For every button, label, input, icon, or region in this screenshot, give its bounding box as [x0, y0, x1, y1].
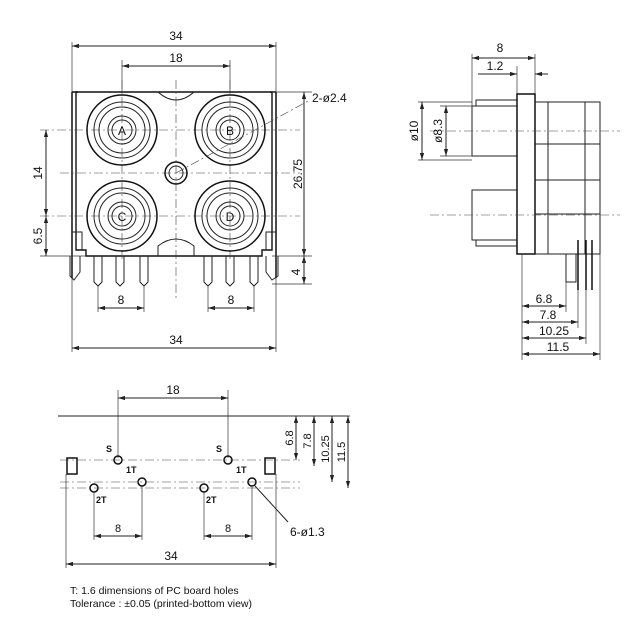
- front-spacing-top: 18: [169, 51, 183, 65]
- pcb-width-bottom: 34: [164, 549, 178, 563]
- pcb-hole-callout: 6-ø1.3: [290, 525, 325, 539]
- side-dim-6-8: 6.8: [536, 292, 553, 306]
- front-pins: [69, 256, 279, 287]
- jack-housing: [75, 91, 273, 257]
- front-width-bottom: 34: [169, 333, 183, 347]
- front-pin-length: 4: [289, 268, 303, 275]
- front-view: 34 18 A: [31, 29, 347, 352]
- note-line-1: T: 1.6 dimensions of PC board holes: [70, 585, 239, 597]
- pcb-v-10-25: 10.25: [320, 435, 332, 463]
- front-hole-callout: 2-ø2.4: [312, 91, 347, 105]
- front-pin-pitch-left: 8: [118, 293, 125, 307]
- pcb-pitch-left: 8: [115, 523, 121, 535]
- front-pitch-vertical: 14: [31, 166, 45, 180]
- side-depth-top: 8: [497, 41, 504, 55]
- jack-c-label: C: [118, 210, 127, 224]
- front-offset-bottom: 6.5: [31, 227, 45, 244]
- side-diam-outer: ø10: [407, 120, 421, 141]
- note-line-2: Tolerance : ±0.05 (printed-bottom view): [70, 598, 252, 610]
- pin-label-2t-right: 2T: [206, 495, 217, 505]
- jack-b: B: [194, 94, 266, 166]
- pcb-hole: [113, 455, 123, 465]
- pcb-spacing-top: 18: [166, 383, 180, 397]
- jack-d-label: D: [226, 210, 235, 224]
- side-dim-11-5: 11.5: [547, 340, 570, 354]
- pcb-hole: [223, 455, 233, 465]
- pin-label-1t-right: 1T: [236, 465, 247, 475]
- mount-slot-left: [66, 457, 78, 475]
- pin-label-2t-left: 2T: [96, 495, 107, 505]
- jack-a: A: [86, 94, 158, 166]
- jack-a-label: A: [118, 124, 126, 138]
- pcb-pitch-right: 8: [225, 523, 231, 535]
- pcb-view: 18 S 1T 2T S 1T 2T 6.8 7.8 10.25 11.5: [58, 383, 351, 568]
- jack-b-label: B: [226, 124, 234, 138]
- pcb-v-7-8: 7.8: [302, 433, 314, 448]
- front-height-total: 26.75: [291, 159, 305, 189]
- side-dim-10-25: 10.25: [539, 324, 569, 338]
- pcb-v-6-8: 6.8: [284, 430, 296, 445]
- front-pin-pitch-right: 8: [228, 293, 235, 307]
- side-flange: 1.2: [487, 59, 504, 73]
- side-view: 8 1.2 ø10 ø8.3: [407, 41, 620, 360]
- pin-label-s-right: S: [216, 444, 222, 454]
- pin-label-s-left: S: [106, 444, 112, 454]
- pcb-v-11-5: 11.5: [336, 442, 348, 463]
- jack-c: C: [86, 180, 158, 252]
- side-diam-inner: ø8.3: [431, 119, 445, 143]
- jack-d: D: [194, 180, 266, 252]
- side-dim-7-8: 7.8: [540, 308, 557, 322]
- front-width-top: 34: [169, 29, 183, 43]
- pin-label-1t-left: 1T: [126, 465, 137, 475]
- mounting-hole: [164, 161, 188, 185]
- mount-slot-right: [264, 457, 276, 475]
